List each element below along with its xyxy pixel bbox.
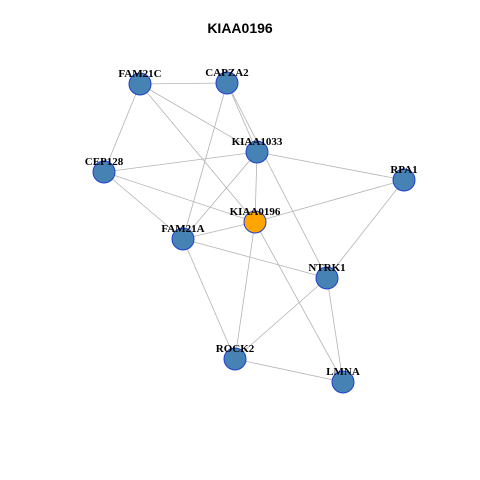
edge-kiaa0196-lmna [254, 221, 344, 383]
node-circle-rock2 [223, 347, 247, 371]
edge-rpa1-kiaa0196 [254, 179, 405, 223]
node-label-fam21c: FAM21C [118, 68, 161, 80]
edge-fam21c-kiaa1033 [139, 83, 258, 153]
graph-title: KIAA0196 [207, 20, 273, 36]
node-circle-kiaa1033 [245, 140, 269, 164]
node-kiaa0196: KIAA0196 [230, 206, 281, 234]
node-capza2: CAPZA2 [205, 67, 249, 95]
edge-capza2-fam21a [182, 82, 228, 240]
node-label-cep128: CEP128 [85, 156, 124, 168]
node-label-lmna: LMNA [326, 366, 360, 378]
edge-fam21c-cep128 [103, 83, 141, 173]
edge-cep128-fam21a [103, 171, 184, 240]
edges-layer [103, 82, 405, 383]
edge-rpa1-ntrk1 [326, 179, 405, 279]
edge-fam21a-rock2 [182, 238, 236, 360]
edge-kiaa1033-cep128 [103, 151, 258, 173]
node-rock2: ROCK2 [216, 343, 255, 371]
edge-ntrk1-rock2 [234, 277, 328, 360]
edge-fam21a-ntrk1 [182, 238, 328, 279]
node-circle-capza2 [215, 71, 239, 95]
edge-rock2-lmna [234, 358, 344, 383]
node-label-kiaa0196: KIAA0196 [230, 206, 281, 218]
edge-capza2-kiaa1033 [226, 82, 258, 153]
node-label-rpa1: RPA1 [390, 164, 417, 176]
node-circle-kiaa0196 [243, 210, 267, 234]
node-rpa1: RPA1 [390, 164, 418, 192]
node-circle-fam21a [171, 227, 195, 251]
edge-capza2-ntrk1 [226, 82, 328, 279]
edge-kiaa0196-rock2 [234, 221, 256, 360]
node-circle-rpa1 [392, 168, 416, 192]
node-circle-lmna [331, 370, 355, 394]
edge-fam21c-kiaa0196 [139, 83, 256, 223]
edge-fam21c-capza2 [139, 82, 228, 85]
edge-kiaa1033-fam21a [182, 151, 258, 240]
node-label-rock2: ROCK2 [216, 343, 255, 355]
nodes-layer: FAM21C CAPZA2KIAA1033CEP128RPA1KIAA0196FA… [85, 67, 418, 394]
node-circle-ntrk1 [315, 266, 339, 290]
node-fam21c: FAM21C [118, 68, 162, 96]
node-label-capza2: CAPZA2 [205, 67, 249, 79]
edge-cep128-kiaa0196 [103, 171, 256, 223]
edge-kiaa1033-rpa1 [256, 151, 405, 181]
node-fam21a: FAM21A [161, 223, 205, 251]
node-label-kiaa1033: KIAA1033 [232, 136, 283, 148]
edge-kiaa1033-kiaa0196 [254, 151, 258, 223]
node-circle-fam21c [128, 72, 152, 96]
edge-ntrk1-lmna [326, 277, 344, 383]
edge-kiaa0196-fam21a [182, 221, 256, 240]
node-ntrk1: NTRK1 [308, 262, 346, 290]
node-lmna: LMNA [326, 366, 360, 394]
node-cep128: CEP128 [85, 156, 124, 184]
node-kiaa1033: KIAA1033 [232, 136, 283, 164]
node-label-fam21a: FAM21A [161, 223, 204, 235]
node-circle-cep128 [92, 160, 116, 184]
node-label-ntrk1: NTRK1 [308, 262, 345, 274]
